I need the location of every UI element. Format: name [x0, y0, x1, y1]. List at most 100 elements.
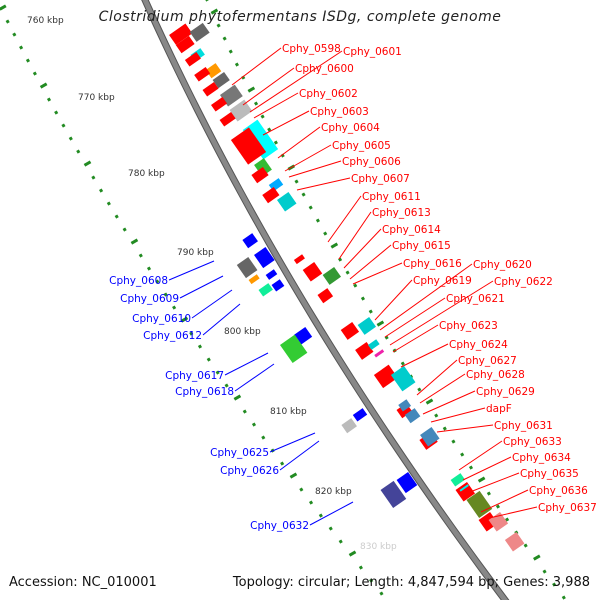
label-leader-line — [327, 195, 362, 243]
ruler-tick — [376, 320, 385, 327]
label-leader-line — [389, 280, 494, 346]
ruler-tick — [523, 543, 528, 548]
gene-feature — [271, 279, 285, 292]
ruler-label: 760 kbp — [27, 16, 64, 26]
ruler-tick — [247, 86, 256, 93]
gene-label: Cphy_0632 — [250, 520, 309, 532]
ruler-tick — [542, 569, 547, 574]
gene-label: Cphy_0608 — [109, 275, 168, 287]
label-leader-line — [253, 92, 299, 119]
gene-label: Cphy_0625 — [210, 447, 269, 459]
label-leader-line — [384, 297, 446, 338]
gene-label: Cphy_0606 — [342, 156, 401, 168]
ruler-label: 830 kbp — [360, 542, 397, 552]
label-leader-line — [191, 289, 233, 319]
gene-feature — [368, 339, 380, 350]
accession-text: Accession: NC_010001 — [9, 575, 157, 590]
ruler-tick — [222, 36, 227, 41]
label-leader-line — [338, 211, 372, 260]
gene-feature — [230, 127, 267, 165]
ruler-tick — [486, 491, 491, 496]
label-leader-line — [419, 373, 466, 404]
gene-label: Cphy_0604 — [321, 122, 380, 134]
label-leader-line — [436, 424, 494, 433]
ruler-tick — [241, 75, 246, 80]
genome-summary-text: Topology: circular; Length: 4,847,594 bp… — [232, 575, 590, 590]
label-leader-line — [352, 262, 403, 285]
gene-label: Cphy_0611 — [362, 191, 421, 203]
gene-feature — [205, 63, 222, 79]
ruler-tick — [323, 231, 328, 236]
gene-feature — [455, 481, 476, 502]
gene-label: Cphy_0623 — [439, 320, 498, 332]
gene-feature — [220, 84, 243, 107]
ruler-tick — [146, 266, 152, 271]
gene-label: Cphy_0634 — [512, 452, 571, 464]
gene-label: Cphy_0615 — [392, 240, 451, 252]
label-leader-line — [179, 275, 224, 299]
gene-feature — [251, 166, 269, 184]
ruler-tick — [228, 49, 233, 54]
label-leader-line — [400, 343, 449, 368]
gene-label: Cphy_0622 — [494, 276, 553, 288]
gene-feature — [459, 484, 469, 492]
ruler-tick — [561, 595, 566, 600]
ruler-tick — [46, 97, 52, 102]
gene-feature — [169, 23, 193, 45]
ruler-label: 800 kbp — [224, 327, 261, 337]
gene-label: Cphy_0603 — [310, 106, 369, 118]
gene-feature — [189, 22, 210, 42]
ruler-tick — [114, 214, 119, 219]
gene-feature — [258, 283, 273, 297]
gene-feature — [450, 473, 466, 487]
label-leader-line — [262, 110, 310, 136]
ruler-tick — [358, 565, 363, 570]
ruler-tick — [251, 422, 257, 427]
ruler-tick — [425, 398, 434, 405]
ruler-tick — [353, 283, 358, 288]
ruler-tick — [345, 270, 350, 275]
label-leader-line — [462, 456, 512, 481]
gene-feature — [466, 490, 493, 519]
gene-feature — [211, 96, 228, 112]
gene-label: Cphy_0631 — [494, 420, 553, 432]
ruler-tick — [369, 578, 374, 583]
label-leader-line — [284, 144, 332, 172]
ruler-tick — [180, 316, 189, 323]
ruler-tick — [533, 554, 541, 561]
label-leader-line — [422, 390, 476, 415]
gene-label: Cphy_0609 — [120, 293, 179, 305]
ruler-tick — [61, 123, 66, 128]
gene-feature — [254, 246, 275, 269]
ruler-tick — [330, 242, 339, 249]
ruler-tick — [233, 394, 242, 401]
gene-feature — [302, 261, 323, 282]
label-leader-line — [458, 440, 503, 471]
ruler-label: 810 kbp — [270, 407, 307, 417]
label-leader-line — [269, 432, 316, 453]
gene-feature — [396, 471, 418, 494]
ruler-tick — [400, 361, 405, 366]
gene-label: Cphy_0607 — [351, 173, 410, 185]
gene-label: Cphy_0633 — [503, 436, 562, 448]
label-leader-line — [168, 260, 215, 281]
gene-label: Cphy_0614 — [382, 224, 441, 236]
gene-feature — [355, 341, 374, 360]
ruler-tick — [280, 461, 285, 466]
ruler-tick — [91, 175, 96, 180]
ruler-tick — [451, 439, 456, 444]
gene-feature — [202, 81, 219, 97]
ruler-tick — [204, 0, 213, 2]
ruler-tick — [130, 238, 139, 245]
ruler-tick — [260, 114, 265, 119]
gene-feature — [404, 408, 421, 424]
gene-feature — [352, 408, 368, 422]
gene-feature — [380, 480, 407, 509]
gene-label: Cphy_0620 — [473, 259, 532, 271]
gene-label: Cphy_0616 — [403, 258, 462, 270]
ruler-tick — [315, 218, 320, 223]
gene-label: Cphy_0618 — [175, 386, 234, 398]
ruler-tick — [261, 435, 266, 440]
ruler-tick — [267, 127, 272, 132]
